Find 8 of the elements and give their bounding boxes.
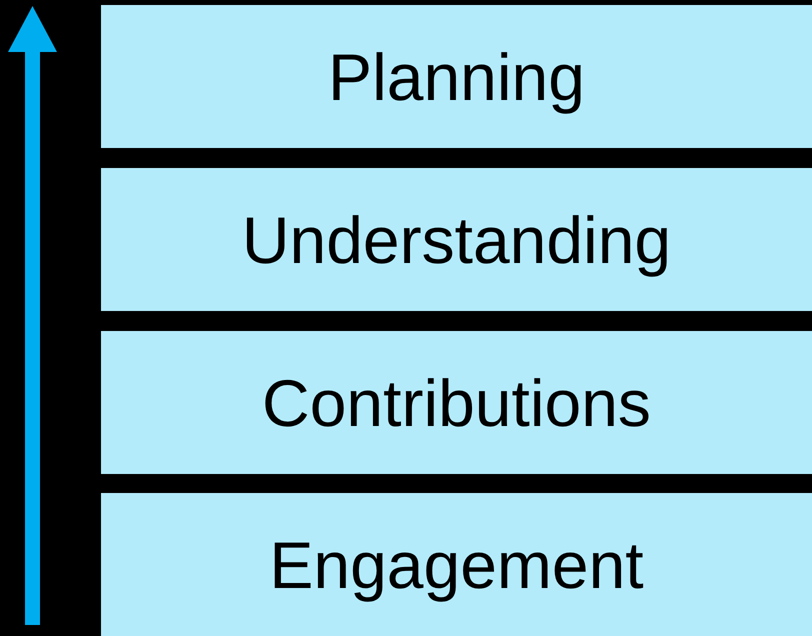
layer-label: Planning: [328, 38, 585, 114]
layer-band: [101, 331, 812, 474]
layer-band: [101, 168, 812, 311]
layer-label: Contributions: [262, 364, 651, 440]
layer-band: [101, 5, 812, 148]
layer-label: Engagement: [269, 526, 644, 602]
layer-label: Understanding: [242, 202, 672, 278]
layer-band: [101, 493, 812, 636]
